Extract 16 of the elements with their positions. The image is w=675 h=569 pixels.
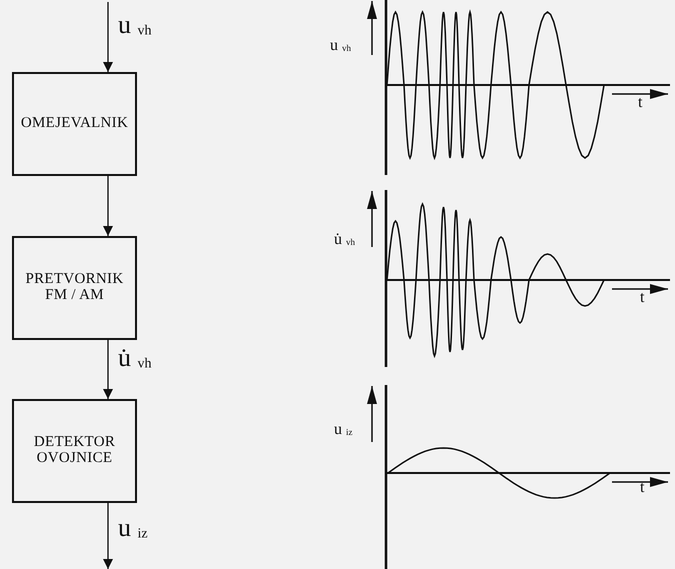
- edge-label: u $_{vh}$: [118, 12, 152, 38]
- arrow: [103, 340, 113, 399]
- axis-label: t: [638, 95, 642, 111]
- arrow: [103, 503, 113, 569]
- process-box: [12, 399, 137, 503]
- edge-label: u $_{iz}$: [118, 515, 148, 542]
- axis-label: t: [640, 290, 644, 306]
- box-label: OMEJEVALNIK: [20, 116, 130, 132]
- edge-label: u̇ $_{vh}$: [118, 345, 152, 372]
- process-box: [12, 236, 137, 340]
- arrow: [103, 2, 113, 72]
- box-label: PRETVORNIK FM / AM: [24, 272, 124, 304]
- process-box: [12, 72, 137, 176]
- axis-label: t: [640, 480, 644, 496]
- box-label: DETEKTOR OVOJNICE: [32, 435, 116, 467]
- arrow: [103, 176, 113, 236]
